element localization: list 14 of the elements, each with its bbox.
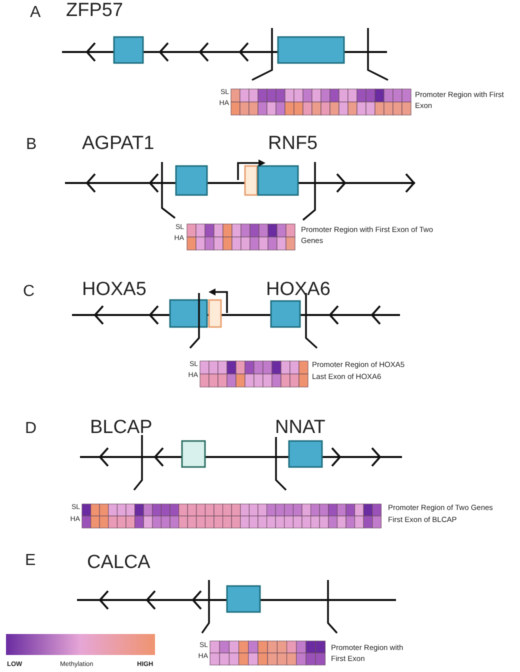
gene-name: AGPAT1 [82, 134, 154, 155]
color-scale-bar [6, 634, 155, 655]
gene-name: RNF5 [268, 134, 318, 155]
panel-letter: A [30, 4, 41, 22]
gene-name: CALCA [87, 553, 150, 574]
gene-name: HOXA5 [82, 280, 146, 301]
panel-letter: B [26, 136, 37, 154]
gene-name: BLCAP [90, 418, 152, 439]
gene-name: ZFP57 [66, 1, 124, 22]
gene-name: NNAT [275, 418, 326, 439]
panel-letter: C [23, 283, 35, 301]
panel-letter: D [25, 420, 37, 438]
panel-letter: E [25, 552, 36, 570]
gene-name: HOXA6 [266, 280, 330, 301]
